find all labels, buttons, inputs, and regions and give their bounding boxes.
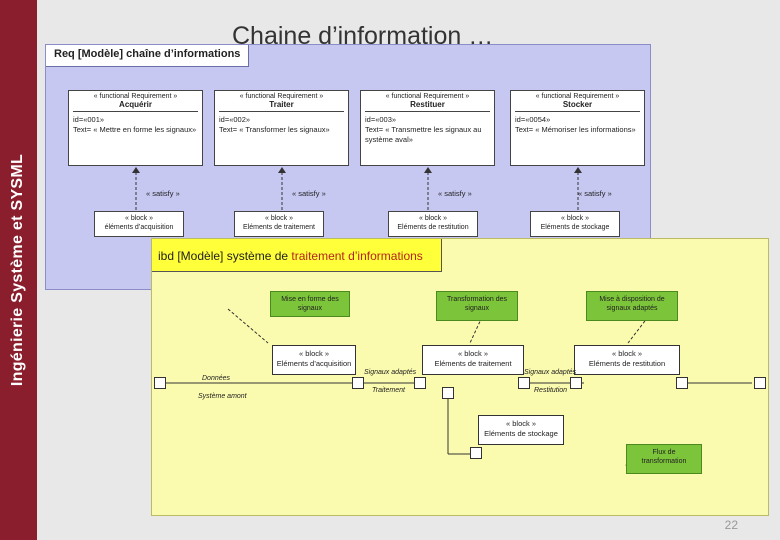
ibd-block-stockage: « block »Eléments de stockage [478,415,564,445]
satisfy-arrows [132,167,582,210]
ibd-block-restitution: « block »Eléments de restitution [574,345,680,375]
note-mise-en-forme: Mise en forme des signaux [270,291,350,317]
note-mise-a-disposition: Mise à disposition de signaux adaptés [586,291,678,321]
ibd-block-acquisition: « block »Eléments d’acquisition [272,345,356,375]
label-signaux-adaptes: Signaux adaptés [364,369,417,376]
label-donnees: Données [202,375,231,382]
satisfy-label: « satisfy » [578,189,612,198]
port-traitement-in [414,377,426,389]
requirement-restituer: « functional Requirement » Restituer id=… [360,90,495,166]
port-right-edge [754,377,766,389]
satisfy-label: « satisfy » [146,189,180,198]
port-restitution-out [676,377,688,389]
page-number: 22 [724,518,738,532]
label-traitement: Traitement [372,387,405,394]
block-acquisition: « block »éléments d’acquisition [94,211,184,237]
requirement-stocker: « functional Requirement » Stocker id=«0… [510,90,645,166]
label-signaux-adaptes: Signaux adaptés [524,369,577,376]
port-traitement-down [442,387,454,399]
satisfy-label: « satisfy » [438,189,472,198]
requirement-traiter: « functional Requirement » Traiter id=«0… [214,90,349,166]
block-stockage: « block »Eléments de stockage [530,211,620,237]
note-flux-transformation: Flux de transformation [626,444,702,474]
ibd-diagram: ibd [Modèle] système de traitement d’inf… [151,238,769,516]
ibd-block-traitement: « block »Eléments de traitement [422,345,524,375]
ibd-diagram-title: ibd [Modèle] système de traitement d’inf… [152,239,442,272]
slide-title: Chaine d’information … [232,22,494,50]
req-diagram-title: Req [Modèle] chaîne d’informations [46,45,250,67]
sidebar-title: Ingénierie Système et SYSML [9,153,27,387]
requirement-acquerir: « functional Requirement » Acquérir id=«… [68,90,203,166]
port-traitement-out [518,377,530,389]
block-traitement: « block »Eléments de traitement [234,211,324,237]
requirement-diagram: Req [Modèle] chaîne d’informations « fun… [45,44,651,290]
port-left-edge [154,377,166,389]
port-stockage-in [470,447,482,459]
note-transformation: Transformation des signaux [436,291,518,321]
port-restitution-in [570,377,582,389]
label-systeme-amont: Système amont [198,393,247,400]
port-acquisition-out [352,377,364,389]
sidebar-band [0,0,37,540]
satisfy-label: « satisfy » [292,189,326,198]
block-restitution: « block »Eléments de restitution [388,211,478,237]
label-restitution: Restitution [534,387,568,394]
